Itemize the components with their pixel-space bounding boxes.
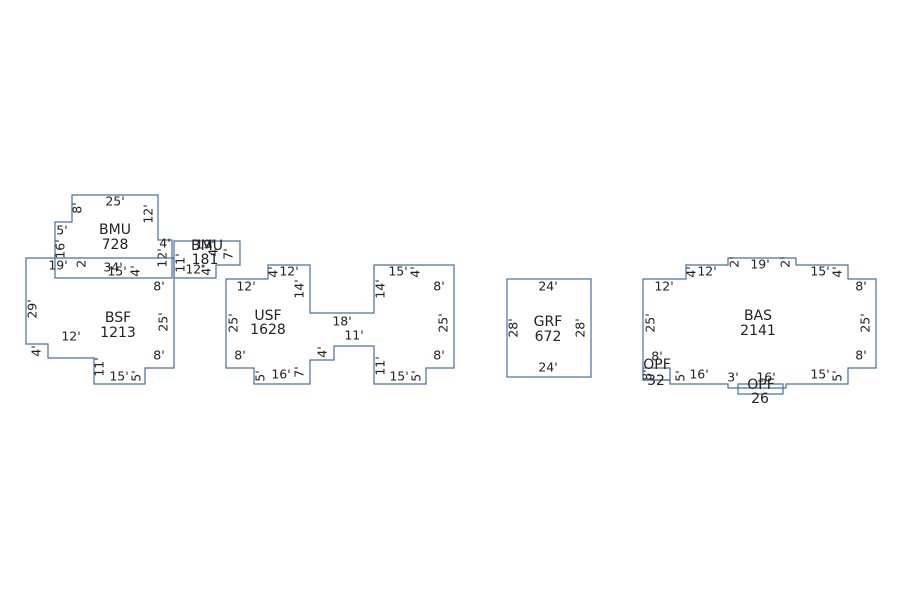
dimension-label: 29' [25, 299, 40, 318]
dimension-label: 14' [292, 279, 307, 298]
area-size-bas: 2141 [740, 323, 776, 339]
dimension-label: 12' [697, 264, 716, 279]
dimension-label: 8' [153, 348, 164, 363]
dimension-label: 28' [573, 318, 588, 337]
dimension-label: 8' [153, 279, 164, 294]
area-size-usf: 1628 [250, 322, 286, 338]
dimension-label: 4' [408, 266, 423, 277]
dimension-label: 19' [195, 237, 214, 252]
dimension-label: 15' [109, 369, 128, 384]
dimension-label: 8' [640, 369, 655, 380]
dimension-label: 16' [53, 239, 68, 258]
dimension-label: 18' [332, 314, 351, 329]
dimension-label: 16' [689, 367, 708, 382]
dimension-label: 8' [433, 348, 444, 363]
dimension-label: 15' [810, 264, 829, 279]
area-size-bsf: 1213 [100, 325, 136, 341]
dimension-label: 15' [810, 367, 829, 382]
bmu-small-area: BMU 181 4' 19' 7' 11' 12' 4' [173, 237, 241, 279]
dimension-label: 4' [684, 266, 699, 277]
dimension-label: 11' [373, 356, 388, 375]
dimension-label: 12' [236, 279, 255, 294]
dimension-label: 11' [92, 357, 107, 376]
opf-porch-center: OPF 26 [737, 377, 784, 407]
dimension-label: 5' [253, 370, 268, 381]
dimension-label: 3' [727, 370, 738, 385]
area-code-bsf: BSF [105, 310, 131, 326]
dimension-label: 12' [141, 204, 156, 223]
dimension-label: 4' [830, 266, 845, 277]
dimension-label: 34' [103, 260, 122, 275]
dimension-label: 15' [388, 264, 407, 279]
area-size-bmu-small: 181 [192, 252, 219, 268]
dimension-label: 28' [506, 318, 521, 337]
usf-area: USF 1628 12' 4' 12' 14' 25' 8' 5' 16' 7'… [225, 264, 455, 385]
area-code-bas: BAS [744, 308, 772, 324]
dimension-label: 24' [538, 279, 557, 294]
dimension-label: 12' [185, 262, 204, 277]
area-size-bmu-main: 728 [102, 237, 129, 253]
dimension-label: 7' [292, 366, 307, 377]
dimension-label: 5' [129, 370, 144, 381]
dimension-label: 12' [279, 264, 298, 279]
dimension-label: 8' [70, 202, 85, 213]
dimension-label: 11' [344, 328, 363, 343]
dimension-label: 5' [56, 223, 67, 238]
area-code-usf: USF [254, 308, 281, 324]
dimension-label: 12' [61, 329, 80, 344]
dimension-label: 24' [538, 360, 557, 375]
dimension-label: 5' [830, 370, 845, 381]
opf-porch-left: OPF 32 [642, 357, 671, 389]
dimension-label: 8' [855, 348, 866, 363]
dimension-label: 5' [673, 370, 688, 381]
bmu-main-area: BMU 728 25' 8' 12' 5' 16' 4' 12' 2' 34' … [48, 194, 173, 279]
dimension-label: 4' [266, 266, 281, 277]
dimension-label: 15' [389, 369, 408, 384]
dimension-label: 4' [315, 346, 330, 357]
area-code-opf-center: OPF [747, 377, 775, 393]
area-code-bmu-small: BMU [191, 238, 223, 254]
dimension-label: 2' [727, 256, 742, 267]
area-code-bmu-main: BMU [99, 222, 131, 238]
dimension-label: 12' [654, 279, 673, 294]
dimension-label: 4' [159, 236, 170, 251]
area-size-opf-left: 32 [647, 373, 665, 389]
dimension-label: 25' [226, 313, 241, 332]
dimension-label: 15' [107, 264, 126, 279]
dimension-label: 7' [221, 248, 236, 259]
dimension-label: 4' [199, 264, 214, 275]
dimension-label: 25' [858, 313, 873, 332]
dimension-label: 4' [206, 245, 221, 256]
dimension-label: 14' [373, 279, 388, 298]
dimension-label: 19' [48, 258, 67, 273]
dimension-label: 8' [234, 348, 245, 363]
dimension-label: 25' [643, 313, 658, 332]
dimension-label: 19' [750, 257, 769, 272]
dimension-label: 4' [29, 345, 44, 356]
dimension-label: 25' [105, 194, 124, 209]
area-code-opf-left: OPF [643, 357, 671, 373]
dimension-label: 2' [74, 256, 89, 267]
bsf-area: BSF 1213 29' 4' 12' 15' 4' 8' 25' 8' 11'… [25, 257, 175, 385]
area-size-opf-center: 26 [751, 391, 769, 407]
dimension-label: 8' [651, 349, 662, 364]
grf-area: GRF 672 24' 28' 28' 24' [506, 278, 592, 378]
dimension-label: 8' [855, 279, 866, 294]
area-size-grf: 672 [535, 329, 562, 345]
dimension-label: 16' [756, 370, 775, 385]
dimension-label: 2' [778, 256, 793, 267]
dimension-label: 16' [271, 367, 290, 382]
dimension-label: 25' [156, 312, 171, 331]
dimension-label: 11' [173, 253, 188, 272]
dimension-label: 8' [433, 279, 444, 294]
area-code-grf: GRF [534, 314, 563, 330]
dimension-label: 4' [128, 265, 143, 276]
bas-area: BAS 2141 12' 4' 12' 2' 19' 2' 15' 4' 8' … [640, 256, 877, 389]
dimension-label: 5' [409, 370, 424, 381]
dimension-label: 25' [436, 313, 451, 332]
